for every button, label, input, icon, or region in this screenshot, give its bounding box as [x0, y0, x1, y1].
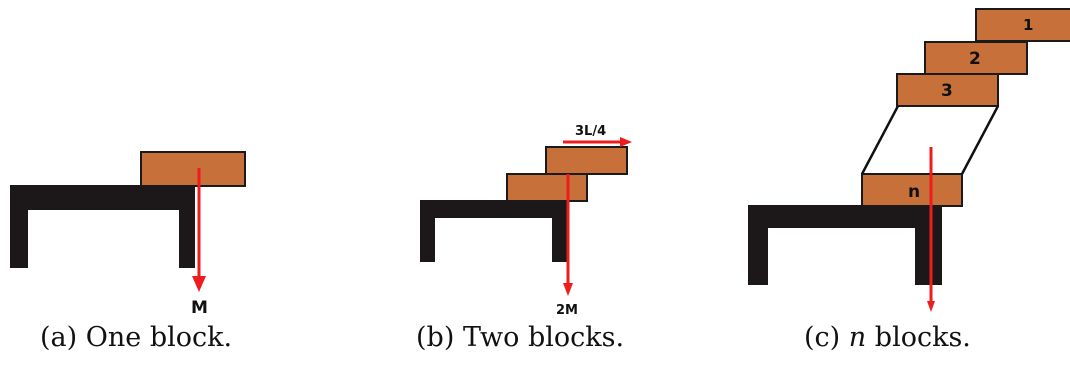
block-label-n: n: [908, 182, 920, 202]
stack-outline-right: [960, 105, 1000, 175]
arrowhead: [192, 276, 206, 292]
block-2: [924, 41, 1028, 75]
table: [10, 185, 195, 268]
force-label: M: [191, 298, 208, 318]
caption-b: (b) Two blocks.: [416, 318, 624, 358]
caption-prefix: (c): [804, 322, 841, 353]
diagram-two-blocks: 3L/4 2M: [420, 124, 632, 318]
caption-prefix: (b): [416, 322, 455, 353]
caption-text: blocks.: [874, 322, 971, 353]
arrowhead: [927, 301, 935, 312]
block-lower: [506, 173, 588, 202]
block-1: [975, 8, 1070, 42]
stack-outline-left: [860, 105, 900, 175]
diagram-n-blocks: 1 2 3 n: [748, 8, 1070, 312]
caption-prefix: (a): [40, 322, 78, 353]
block-label-1: 1: [1023, 16, 1033, 34]
panel-one-block: M (a) One block.: [0, 0, 300, 366]
arrowhead: [563, 283, 573, 296]
block: [140, 151, 246, 187]
panel-two-blocks: 3L/4 2M (b) Two blocks.: [400, 0, 700, 366]
block-upper: [545, 146, 628, 175]
panel-n-blocks: 1 2 3 n (c) n blocks.: [740, 0, 1070, 366]
diagram-one-block: M: [10, 151, 246, 318]
arrowhead: [620, 137, 632, 147]
offset-label: 3L/4: [575, 124, 606, 139]
table: [420, 200, 567, 262]
caption-text: One block.: [85, 322, 233, 353]
block-label-3: 3: [941, 81, 953, 101]
caption-a: (a) One block.: [40, 318, 232, 358]
table: [748, 205, 942, 285]
caption-variable: n: [848, 322, 867, 353]
caption-text: Two blocks.: [462, 322, 625, 353]
caption-c: (c) n blocks.: [804, 318, 971, 358]
force-label: 2M: [556, 303, 578, 318]
block-n: [861, 173, 963, 207]
block-label-2: 2: [969, 49, 981, 69]
